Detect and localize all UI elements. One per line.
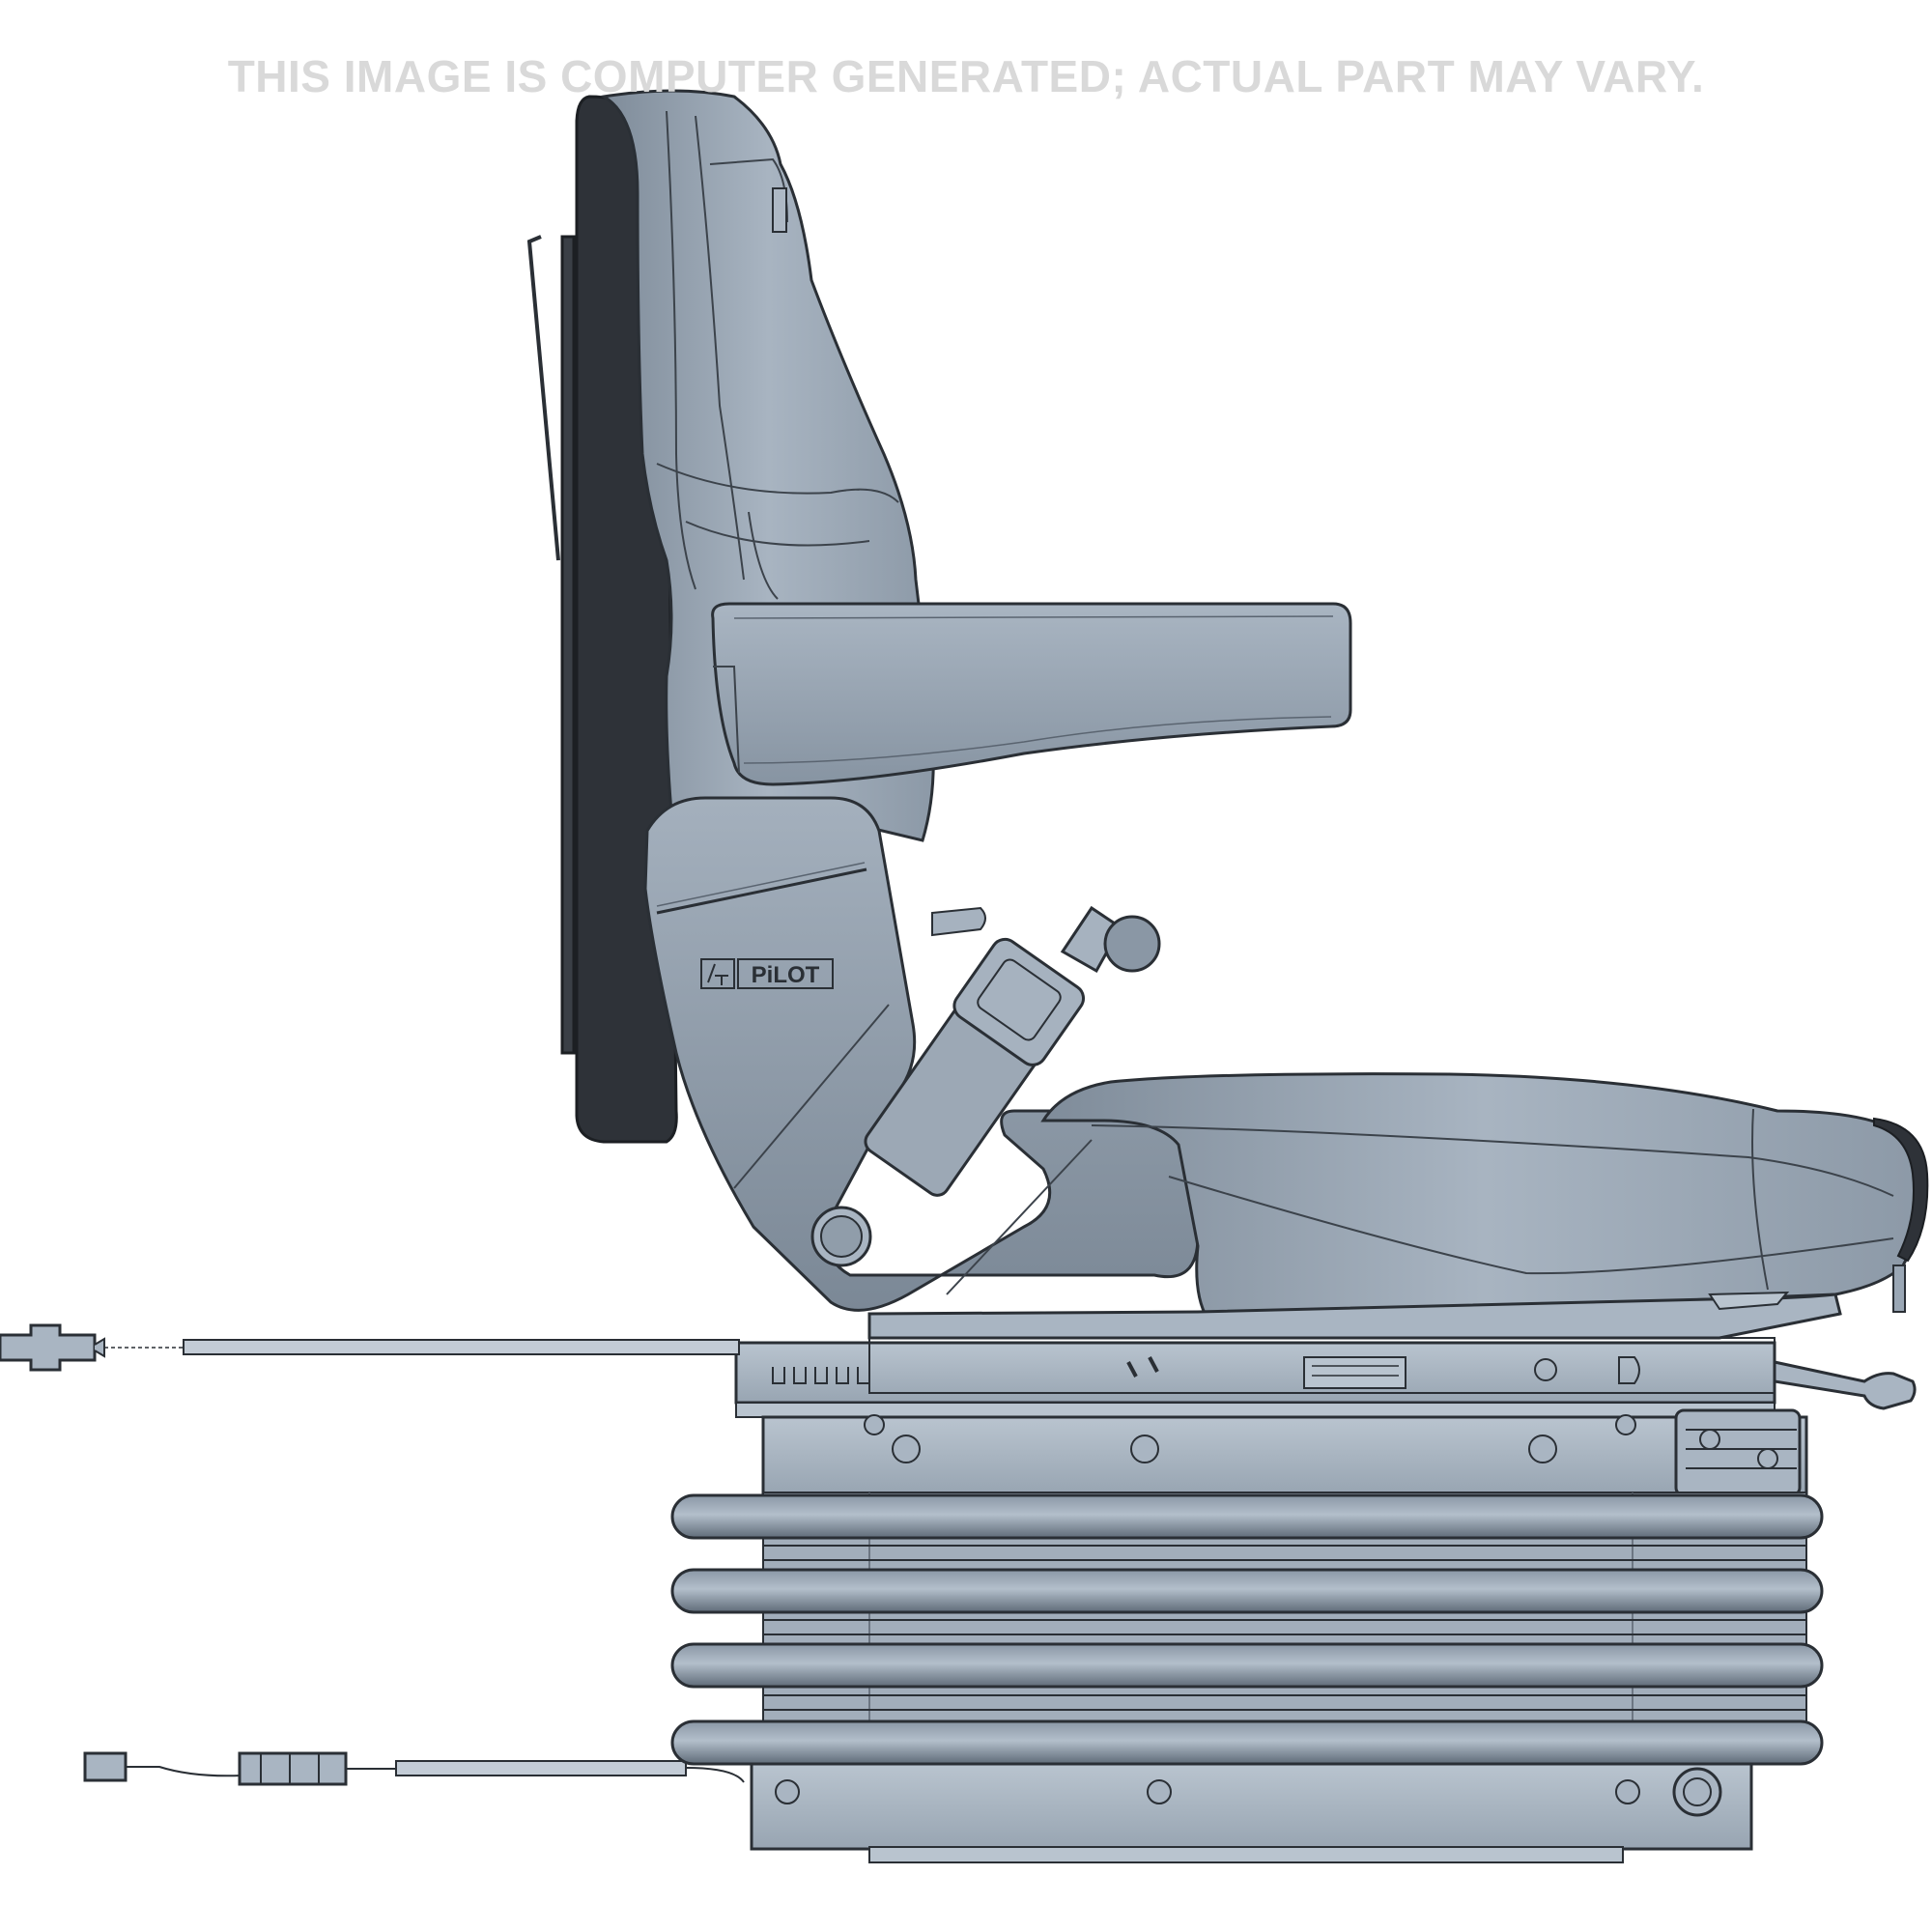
belt-buckle: [952, 937, 1086, 1066]
armrest: [711, 602, 1352, 786]
brand-logo-text: PiLOT: [752, 962, 820, 988]
seat-cushion: [867, 1072, 1929, 1340]
belt-release-knob: [1103, 915, 1161, 973]
armrest-pad: [711, 602, 1352, 786]
suspension-base: [750, 1762, 1753, 1863]
seat-cushion-front-roll: [1873, 1117, 1929, 1263]
brand-logo: PiLOT: [700, 958, 834, 989]
bellows-ring-3: [670, 1642, 1824, 1689]
cable-lower: [83, 1751, 745, 1786]
side-bolster: PiLOT: [643, 796, 1200, 1312]
bellows-ring-1: [670, 1493, 1824, 1540]
bolster-housing: [643, 796, 1200, 1312]
bellows-ring-2: [670, 1568, 1824, 1614]
slide-rail: [734, 1337, 1917, 1410]
seat-icon: [707, 963, 728, 985]
cable-upper: [0, 1323, 740, 1372]
suspension-upper-plate: [761, 1415, 1808, 1496]
seat-cushion-body: [1040, 1072, 1926, 1321]
air-bellows: [670, 1492, 1824, 1766]
base-adjust-knob: [1672, 1767, 1722, 1817]
slide-rail-notches: [772, 1367, 870, 1384]
suspension-base-plate: [750, 1762, 1753, 1851]
seat-belt: [864, 905, 1161, 1197]
fore-aft-lever: [1773, 1360, 1917, 1410]
backrest-rear-panel: [560, 235, 576, 1055]
disclaimer-watermark: THIS IMAGE IS COMPUTER GENERATED; ACTUAL…: [227, 51, 1705, 101]
backrest-adjust-rod: [526, 235, 560, 561]
bellows-ring-4: [670, 1719, 1824, 1766]
suspension-upper-frame: [735, 1402, 1808, 1497]
